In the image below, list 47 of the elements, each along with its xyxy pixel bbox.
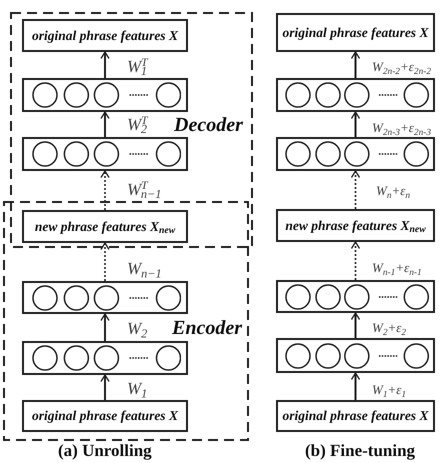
feature-box — [22, 19, 188, 52]
weight-label: W$_{n-1}$+ε$_{n-1}$ — [372, 260, 422, 274]
feature-label: original phrase features X — [32, 409, 178, 423]
dotted-arrow — [100, 170, 110, 210]
weight-label: W$_{n−1}$ — [127, 260, 162, 276]
feature-box — [276, 13, 435, 52]
caption: (b) Fine-tuning — [305, 442, 416, 460]
dotted-arrow — [350, 241, 360, 280]
layer-box — [276, 280, 435, 313]
dashed-frame — [3, 201, 249, 441]
dashed-frame — [10, 12, 253, 248]
weight-label: W$_{2n-2}$+ε$_{2n-2}$ — [372, 60, 432, 72]
weight-label: W$_{1}$ — [127, 380, 148, 396]
feature-label: original phrase features X — [32, 28, 178, 42]
layer-box — [276, 78, 435, 112]
arrow — [350, 111, 360, 137]
arrow — [350, 312, 360, 338]
weight-label: W$_{2}$+ε$_{2}$ — [372, 320, 406, 334]
arrow — [100, 374, 110, 400]
dotted-arrow — [100, 242, 110, 281]
layer-box — [276, 338, 435, 373]
feature-label: new phrase features X$_{new}$ — [285, 218, 426, 232]
group-title: Decoder — [174, 115, 243, 135]
dotted-arrow — [350, 170, 360, 209]
arrow — [100, 313, 110, 341]
group-title: Encoder — [172, 318, 242, 338]
arrow — [100, 51, 110, 78]
weight-label: W$_{2n-3}$+ε$_{2n-3}$ — [372, 120, 432, 134]
layer-box — [22, 281, 188, 314]
layer-box — [276, 137, 435, 171]
feature-label: original phrase features X — [282, 409, 428, 423]
layer-box — [22, 78, 188, 112]
caption: (a) Unrolling — [58, 442, 152, 460]
feature-label: original phrase features X — [282, 26, 428, 40]
feature-box — [276, 400, 435, 432]
arrow — [350, 372, 360, 400]
layer-box — [22, 137, 188, 171]
weight-label: W$_{2}$ — [127, 320, 148, 336]
feature-box — [276, 209, 435, 242]
layer-box — [22, 341, 188, 375]
weight-label: W$_{1}$+ε$_{1}$ — [372, 382, 406, 396]
feature-label: new phrase features X$_{new}$ — [34, 220, 176, 234]
weight-label: W$_{n}$+ε$_{n}$ — [376, 184, 410, 196]
arrow — [100, 111, 110, 137]
feature-box — [22, 210, 188, 243]
feature-box — [22, 400, 188, 432]
arrow — [350, 51, 360, 78]
